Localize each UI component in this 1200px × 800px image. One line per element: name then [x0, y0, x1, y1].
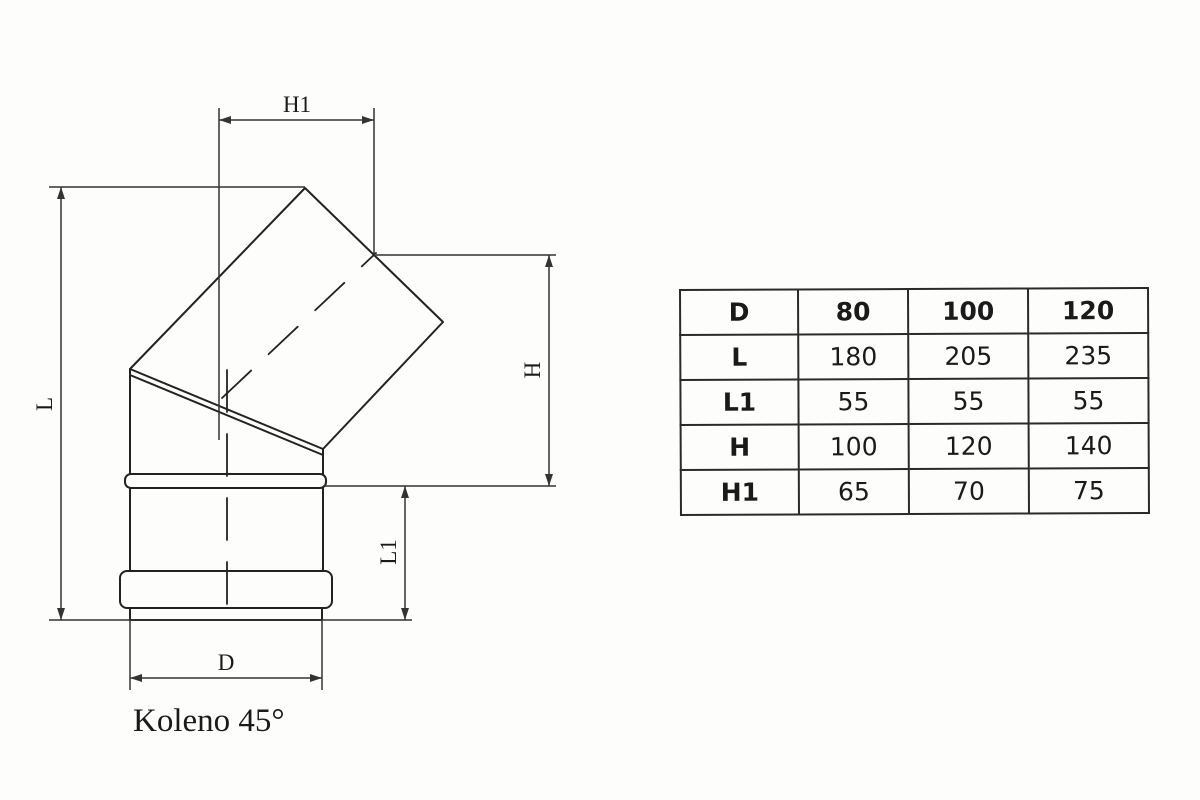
table-cell: 70 [908, 468, 1029, 514]
joint-seam-line-inner [129, 374, 324, 456]
table-row-label: L1 [680, 379, 799, 425]
table-cell: 75 [1028, 467, 1149, 514]
table-row: L 180 205 235 [680, 332, 1149, 380]
table-cell: 100 [798, 423, 909, 470]
table-cell: 235 [1028, 332, 1149, 379]
arrow-h1-left [219, 116, 231, 124]
upper-bead-band [124, 473, 327, 489]
table-row-label: H [680, 424, 799, 470]
dimensions-table: D 80 100 120 L 180 205 235 L1 55 55 55 H… [679, 287, 1150, 516]
arrow-l1-bottom [401, 608, 409, 620]
table-cell: 180 [798, 334, 909, 380]
label-l1: L1 [376, 539, 401, 565]
table-header-row: D 80 100 120 [680, 287, 1149, 335]
arrow-d-right [310, 674, 322, 682]
diagram-caption: Koleno 45° [133, 703, 285, 739]
label-h1: H1 [283, 92, 311, 117]
arrow-h-bottom [545, 474, 553, 486]
arrow-l-top [57, 187, 65, 199]
arrow-h-top [545, 255, 553, 267]
arrow-l1-top [401, 486, 409, 498]
table-header-cell: 80 [798, 289, 909, 335]
label-l: L [32, 397, 57, 411]
table-row-label: H1 [680, 469, 799, 515]
table-row: L1 55 55 55 [680, 377, 1149, 425]
table-row: H 100 120 140 [680, 422, 1149, 470]
table-cell: 55 [1028, 377, 1149, 424]
table-cell: 120 [908, 423, 1029, 469]
label-d: D [218, 650, 235, 675]
arrow-l-bottom [57, 608, 65, 620]
upper-pipe-segment [129, 187, 444, 450]
arrow-d-left [130, 674, 142, 682]
table-header-cell: 120 [1028, 287, 1149, 334]
socket-band [119, 570, 333, 609]
table-cell: 140 [1028, 422, 1149, 469]
table-row-label: L [680, 334, 799, 380]
table-cell: 55 [798, 378, 909, 425]
pipe-bottom [129, 607, 323, 621]
label-h: H [520, 362, 545, 379]
table-header-cell: D [680, 289, 799, 335]
arrow-h1-right [362, 116, 374, 124]
table-cell: 205 [908, 333, 1029, 379]
centerline-angled [221, 252, 377, 399]
table-header-cell: 100 [908, 288, 1029, 335]
table-cell: 55 [908, 378, 1029, 424]
table-row: H1 65 70 75 [680, 467, 1149, 515]
table-cell: 65 [798, 468, 910, 515]
